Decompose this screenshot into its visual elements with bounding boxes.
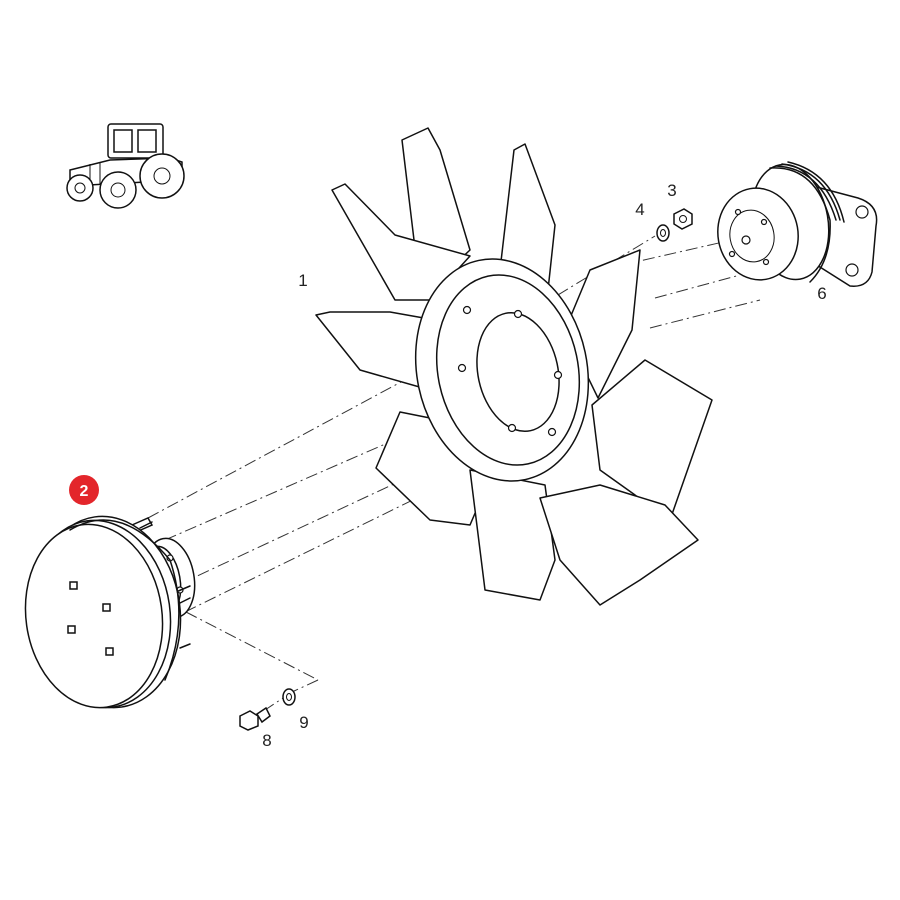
fan-blade: [539, 484, 699, 606]
fan-blade: [331, 183, 471, 301]
mounting-hole: [457, 363, 467, 373]
pulley-hub-part-6: [717, 161, 878, 287]
callout-2-badge[interactable]: 2: [69, 475, 99, 505]
callout-4: 4: [635, 200, 644, 219]
callout-3: 3: [667, 181, 676, 200]
fan-hub-bore: [476, 311, 560, 433]
callout-8: 8: [262, 731, 271, 750]
fan-blade: [469, 469, 556, 601]
mounting-hole: [553, 370, 563, 380]
mounting-hole: [513, 309, 523, 319]
viscous-clutch-part-2: [24, 515, 196, 709]
callout-6: 6: [817, 284, 826, 303]
fan-part-1: [315, 127, 713, 606]
mounting-hole: [462, 305, 472, 315]
washer-part-9: [282, 688, 296, 706]
mounting-hole: [507, 423, 517, 433]
mounting-hole: [547, 427, 557, 437]
callout-1: 1: [298, 271, 307, 290]
nut-part-3: [673, 208, 693, 230]
bolt-part-8: [239, 706, 271, 731]
fan-blade: [499, 143, 556, 291]
tractor-icon: [66, 123, 185, 209]
callout-9: 9: [299, 713, 308, 732]
callout-2: 2: [80, 483, 89, 500]
washer-part-4: [656, 224, 670, 242]
